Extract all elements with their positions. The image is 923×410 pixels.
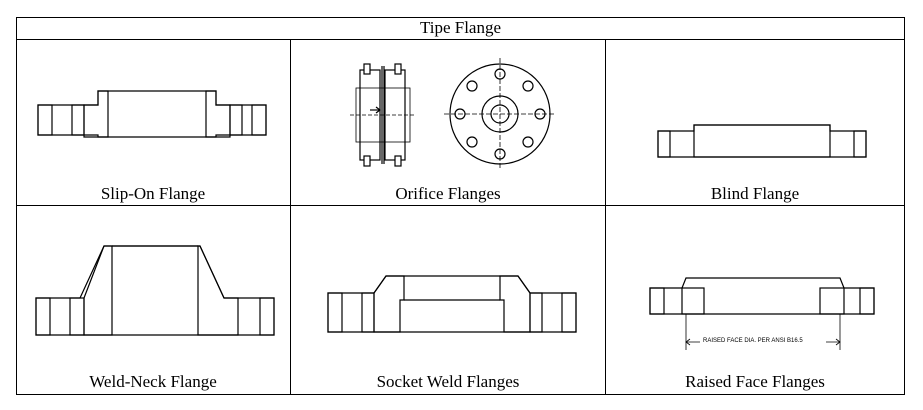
col-divider-2 [605,39,606,395]
cell-weld-neck: Weld-Neck Flange [16,206,290,394]
caption-orifice: Orifice Flanges [395,184,501,203]
cell-socket-weld: Socket Weld Flanges [291,206,605,394]
table-border-left [16,17,17,395]
row-divider [16,205,905,206]
blind-flange-drawing [657,124,867,158]
raised-face-flange-drawing [649,277,875,350]
table-border-bottom [16,394,905,395]
table-border-top [16,17,905,18]
weld-neck-flange-drawing [35,245,275,336]
caption-socket-weld: Socket Weld Flanges [376,372,520,391]
cell-orifice: Orifice Flanges [291,40,605,205]
table-title: Tipe Flange [419,18,502,37]
title-divider [16,39,905,40]
caption-blind: Blind Flange [710,184,800,203]
socket-weld-flange-drawing [327,275,577,333]
slip-on-flange-drawing [37,90,267,138]
col-divider-1 [290,39,291,395]
raised-face-annotation: RAISED FACE DIA. PER ANSI B16.5 [703,338,803,344]
cell-raised-face: RAISED FACE DIA. PER ANSI B16.5 Raised F… [606,206,904,394]
flange-types-table: Tipe Flange Slip-On Flange [16,17,905,395]
cell-blind: Blind Flange [606,40,904,205]
caption-raised-face: Raised Face Flanges [685,372,825,391]
caption-weld-neck: Weld-Neck Flange [89,372,217,391]
orifice-flange-drawing [350,58,556,170]
table-border-right [904,17,905,395]
caption-slip-on: Slip-On Flange [100,184,206,203]
cell-slip-on: Slip-On Flange [16,40,290,205]
